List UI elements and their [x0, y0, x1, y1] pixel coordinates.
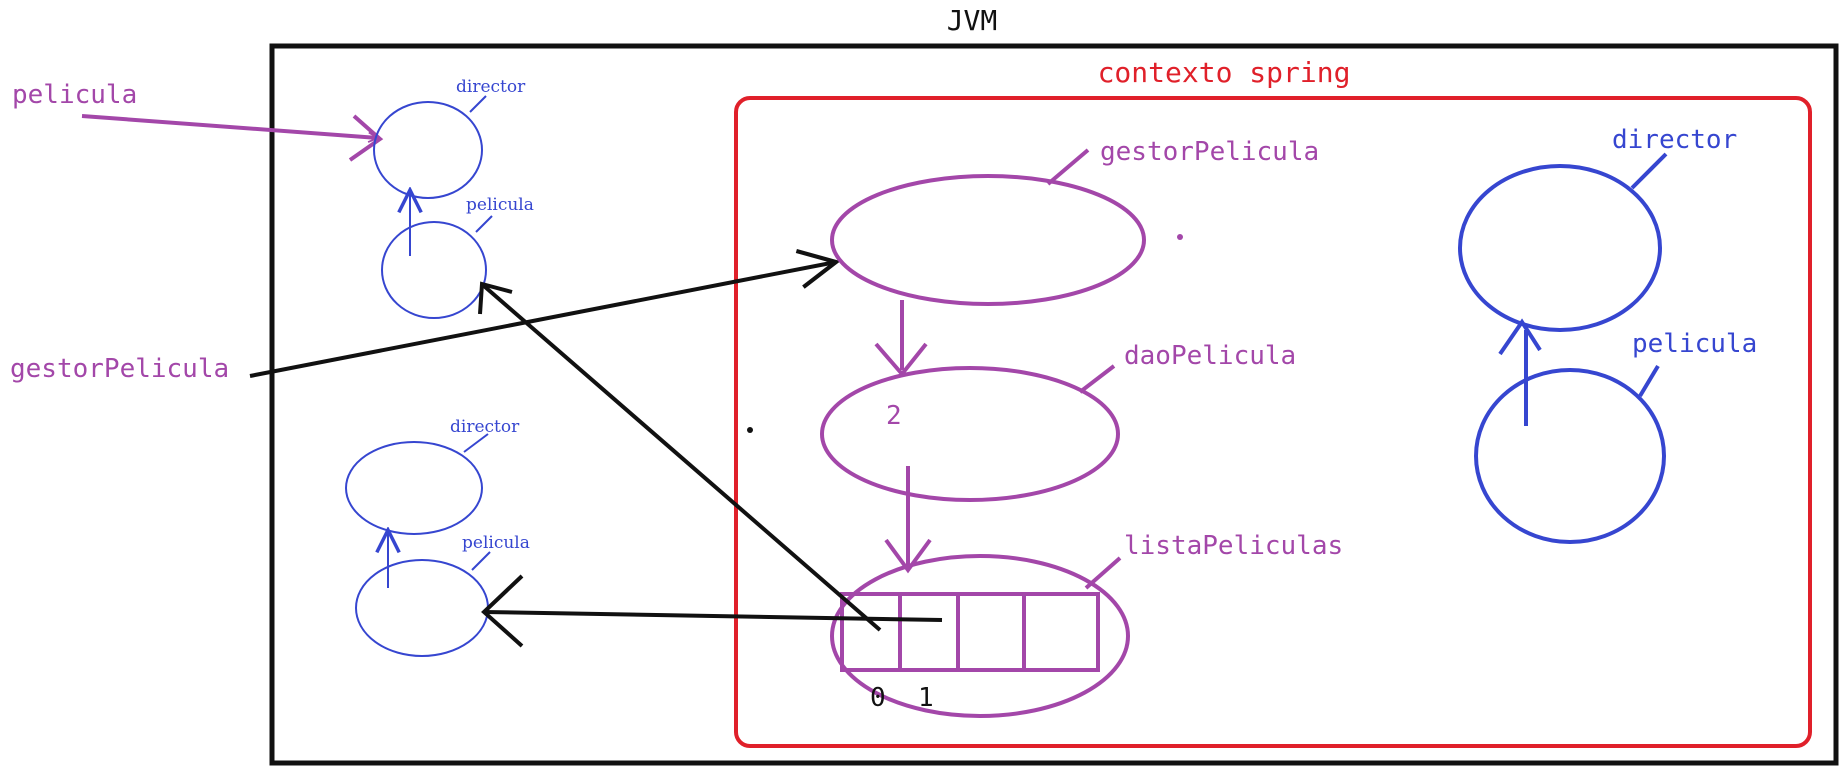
pelicula-to-director-arrow-head — [1498, 318, 1542, 356]
gestor-pelicula-bean — [830, 174, 1146, 306]
director-bean-label: director — [1612, 125, 1737, 155]
lista-peliculas-bean-label: listaPeliculas — [1124, 531, 1343, 561]
pelicula-object-2-pointer — [471, 551, 491, 571]
gestor-reference-label: gestorPelicula — [10, 354, 229, 384]
lista-peliculas-bean — [830, 554, 1130, 718]
director-bean — [1458, 164, 1662, 332]
director-object-2 — [345, 441, 483, 535]
director-bean-pointer — [1630, 152, 1668, 190]
director-object-2-label: director — [450, 417, 520, 437]
lista-index-1-to-pelicula-2-arrow — [483, 610, 943, 622]
director-object-1-pointer — [469, 95, 487, 113]
gestor-pelicula-bean-pointer — [1046, 148, 1090, 186]
lista-peliculas-bean-pointer — [1084, 556, 1122, 590]
gestor-reference-arrow — [249, 262, 836, 378]
spring-context-label: contexto spring — [1098, 56, 1351, 89]
dao-pelicula-bean — [820, 366, 1120, 502]
director-object-1-label: director — [456, 77, 526, 97]
jvm-frame — [269, 43, 1839, 766]
lista-index-1: 1 — [918, 683, 934, 713]
gestor-pelicula-bean-label: gestorPelicula — [1100, 137, 1319, 167]
pelicula-object-2-label: pelicula — [462, 533, 530, 553]
jvm-label: JVM — [947, 4, 998, 37]
lista-index-1-arrow-head — [481, 574, 524, 648]
dao-pelicula-bean-label: daoPelicula — [1124, 341, 1296, 371]
lista-index-0: 0 — [870, 683, 886, 713]
director-object-1 — [373, 101, 483, 199]
pelicula-bean-label: pelicula — [1632, 329, 1757, 359]
dao-pelicula-bean-pointer — [1078, 364, 1116, 394]
stray-dot — [747, 427, 753, 433]
spring-context-frame — [734, 96, 1812, 748]
lista-index-0-to-pelicula-1-arrow — [482, 284, 882, 632]
stray-dot — [1177, 234, 1183, 240]
pelicula-bean-pointer — [1638, 364, 1660, 398]
pelicula-reference-label: pelicula — [12, 80, 137, 110]
lista-array-cells — [840, 592, 1100, 672]
pelicula-object-1-pointer — [475, 215, 493, 233]
director-object-2-pointer — [463, 433, 489, 453]
dao-pelicula-note: 2 — [886, 401, 902, 431]
lista-index-0-arrow-head — [478, 281, 513, 315]
pelicula-bean — [1474, 368, 1666, 544]
pelicula-arrow-head — [348, 114, 384, 162]
pelicula-object-1-label: pelicula — [466, 195, 534, 215]
pelicula-reference-arrow — [81, 114, 378, 138]
pelicula-object-1 — [381, 221, 487, 319]
dao-to-lista-arrow-head — [884, 538, 932, 574]
pelicula-object-2 — [355, 559, 489, 657]
